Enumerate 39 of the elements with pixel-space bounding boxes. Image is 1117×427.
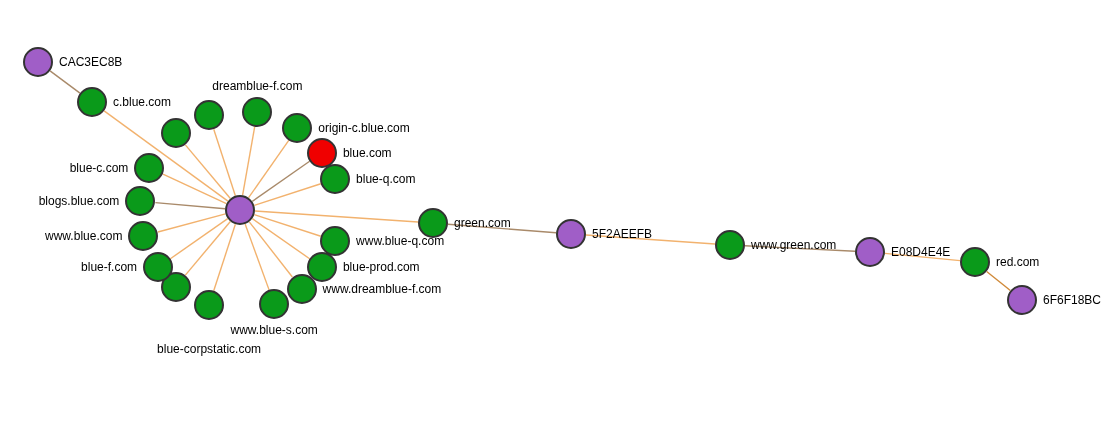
node-label: blue-corpstatic.com	[157, 342, 262, 357]
connector-line	[884, 252, 961, 262]
node-label: blogs.blue.com	[38, 194, 120, 209]
connector-line	[985, 270, 1012, 292]
node-label: www.green.com	[751, 238, 837, 252]
node-label: blue-c.com	[69, 160, 129, 175]
node-label: red.com	[996, 255, 1040, 269]
connector-line	[744, 245, 856, 252]
connector-line	[213, 128, 237, 197]
connector-line	[585, 234, 716, 245]
connector-line	[103, 110, 229, 202]
node-label: green.com	[454, 216, 511, 230]
node-label: blue.com	[342, 145, 392, 160]
node-label: www.blue-s.com	[230, 322, 318, 337]
node-label: blue-prod.com	[342, 260, 420, 275]
node-label: 5F2AEEFB	[592, 227, 653, 241]
node-label: CAC3EC8B	[59, 55, 123, 69]
node-label: www.blue-q.com	[356, 233, 445, 248]
node-label: 6F6F18BC	[1043, 293, 1102, 307]
connector-line	[241, 125, 256, 196]
connector-line	[251, 160, 311, 203]
connector-line	[251, 217, 311, 260]
node-label: blue-q.com	[356, 172, 416, 187]
connector-line	[154, 201, 226, 210]
connector-line	[447, 223, 557, 234]
connector-line	[213, 223, 237, 292]
connector-line	[248, 221, 294, 278]
connector-line	[244, 223, 270, 291]
node-label: c.blue.com	[113, 95, 172, 109]
node-label: E08D4E4E	[891, 245, 951, 259]
connector-line	[49, 70, 81, 94]
node-label: dreamblue-f.com	[212, 78, 303, 93]
node-label: blue-f.com	[81, 260, 138, 275]
node-label: www.blue.com	[45, 228, 123, 243]
connector-line	[184, 220, 232, 276]
connector-line	[254, 210, 419, 223]
node-label: origin-c.blue.com	[318, 121, 410, 136]
connector-line	[157, 213, 227, 233]
node-label: www.dreamblue-f.com	[322, 281, 442, 296]
